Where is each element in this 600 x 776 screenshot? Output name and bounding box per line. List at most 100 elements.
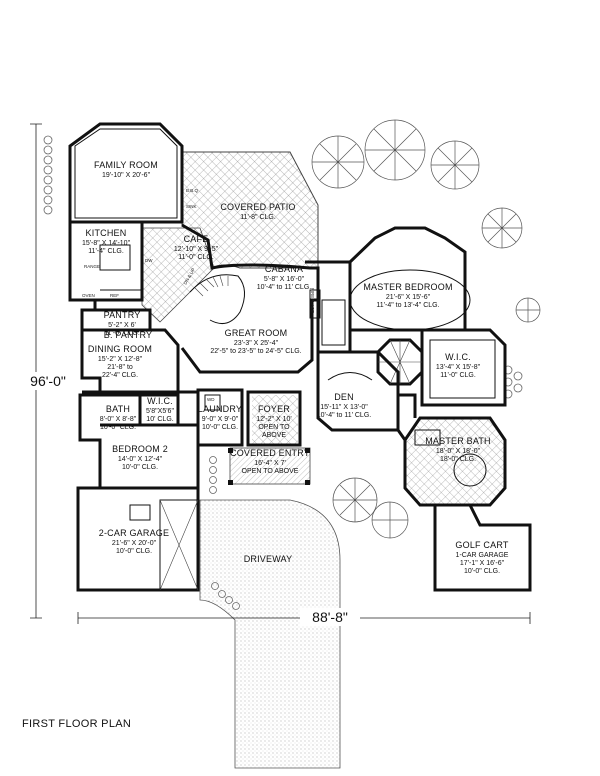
landscape-trees	[311, 119, 541, 539]
tree-icon	[515, 297, 541, 323]
garage-slab-x	[159, 499, 199, 591]
room-detail: 17'-1" X 16'-6"	[460, 560, 505, 567]
dining-walls	[82, 328, 180, 394]
bbq-tag: B.B.Q	[186, 188, 199, 193]
master-bedroom-bed-outline	[349, 269, 471, 331]
room-name: COVERED ENTRY	[230, 448, 310, 458]
room-detail: 11'-4" CLG.	[88, 248, 124, 255]
room-detail: 8'-0" X 8'-8"	[100, 416, 137, 423]
tree-icon	[332, 477, 378, 523]
tree-icon	[364, 119, 426, 181]
room-label-cafe: CAFE 12'-10" X 9'-5"11'-0" CLG.	[174, 234, 219, 261]
entry-columns	[228, 448, 310, 485]
depth-dimension-text: 96'-0"	[30, 373, 66, 389]
room-detail: 1-CAR GARAGE	[456, 552, 509, 559]
tree-icon	[481, 207, 523, 249]
den-bay	[327, 372, 373, 381]
room-name: CAFE	[184, 234, 209, 244]
family-room-inner	[74, 128, 178, 219]
tub	[453, 453, 487, 487]
laundry-link	[178, 390, 198, 427]
room-name: GREAT ROOM	[225, 328, 288, 338]
room-label-b-pantry: B. PANTRY	[104, 330, 152, 340]
vanity	[414, 429, 441, 446]
tree-icon	[311, 135, 365, 189]
room-detail: 10'-0" CLG.	[116, 548, 152, 555]
room-detail: 5'8"X5'6"	[146, 408, 174, 415]
room-label-wic-master: W.I.C.13'-4" X 15'-8"11'-0" CLG.	[436, 352, 481, 379]
room-detail: 12'-10" X 9'-5"	[174, 246, 219, 253]
room-name: MASTER BATH	[425, 436, 491, 446]
plan-title: FIRST FLOOR PLAN	[22, 718, 132, 730]
master-link	[396, 393, 417, 441]
room-detail: OPEN TO ABOVE	[242, 468, 299, 475]
room-label-bath: BATH 8'-0" X 8'-8"10'-0" CLG.	[100, 404, 137, 431]
kitchen-island	[99, 244, 131, 271]
wd-tag: WD	[207, 397, 215, 402]
room-name: BATH	[106, 404, 130, 414]
room-name: DRIVEWAY	[244, 554, 293, 564]
room-detail: 23'-3" X 25'-4"	[234, 340, 279, 347]
room-name: W.I.C.	[147, 396, 173, 406]
stair-treads	[194, 275, 229, 297]
width-dimension: 88'-8"	[312, 609, 348, 625]
room-detail: 12'-2" X 10'	[256, 416, 292, 423]
room-detail: 11'-4" to 13'-4" CLG.	[376, 302, 439, 309]
room-name: BEDROOM 2	[112, 444, 168, 454]
octagon-rays	[378, 339, 422, 385]
room-detail: 15'-2" X 12'-8"	[98, 356, 143, 363]
room-detail: 10'-0" CLG.	[100, 424, 136, 431]
room-label-great-room: GREAT ROOM 23'-3" X 25'-4"22'-5" to 23'-5…	[210, 328, 301, 355]
kitchen-east	[95, 222, 144, 302]
room-detail: 16'-4" X 7'	[254, 460, 286, 467]
room-label-driveway: DRIVEWAY	[244, 554, 293, 564]
room-label-wic-small: W.I.C. 5'8"X5'6"10' CLG.	[146, 396, 174, 423]
entry-tile	[229, 447, 311, 485]
room-detail: 10'-4" to 11' CLG.	[317, 412, 372, 419]
room-detail: 18'-0" CLG.	[440, 456, 476, 463]
room-name: LAUNDRY	[198, 404, 242, 414]
family-room-walls	[68, 122, 184, 224]
room-detail: 21'-6" X 20'-0"	[112, 540, 157, 547]
cabana-shower	[321, 299, 346, 346]
room-detail: 10'-0" CLG.	[122, 464, 158, 471]
garage-walls	[78, 486, 200, 590]
room-detail: 10'-0" CLG.	[202, 424, 238, 431]
room-detail: 5'-2" X 6'	[108, 322, 136, 329]
room-detail: 10'-0" CLG.	[464, 568, 500, 575]
master-bath-walls	[403, 416, 507, 507]
room-detail: 19'-10" X 20'-6"	[102, 172, 151, 179]
room-detail: 22'-5" to 23'-5" to 24'-5" CLG.	[210, 348, 301, 355]
sink-tag: SINK	[186, 204, 197, 209]
room-name: GOLF CART	[455, 540, 508, 550]
room-detail: 10' CLG.	[146, 416, 173, 423]
room-name: MASTER BEDROOM	[363, 282, 452, 292]
room-detail: 11'-0" CLG.	[178, 254, 214, 261]
room-label-garage: 2-CAR GARAGE 21'-6" X 20'-0"10'-0" CLG.	[99, 528, 169, 555]
ref-tag: REF	[110, 293, 119, 298]
room-detail: OPEN TO	[258, 424, 290, 431]
golf-cart-walls	[433, 504, 532, 592]
master-bedroom-walls	[348, 226, 467, 332]
room-detail: 22'-4" CLG.	[102, 372, 138, 379]
garage-mech	[129, 504, 151, 521]
oven-tag: OVEN	[82, 293, 95, 298]
room-detail: 9'-0" X 9'-0"	[202, 416, 239, 423]
laundry-walls	[196, 388, 244, 447]
room-label-covered-entry: COVERED ENTRY 16'-4" X 7'OPEN TO ABOVE	[230, 448, 310, 475]
stair	[189, 274, 245, 325]
room-name: 2-CAR GARAGE	[99, 528, 169, 538]
fireplace-icon	[309, 289, 321, 319]
wic-shelves	[429, 339, 496, 399]
room-detail: 5'-8" X 16'-0"	[264, 276, 305, 283]
driveway-paving	[199, 499, 341, 769]
room-name: COVERED PATIO	[220, 202, 295, 212]
